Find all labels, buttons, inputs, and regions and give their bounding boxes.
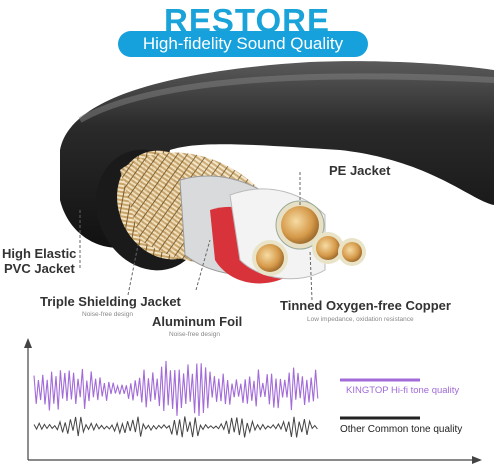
pvc-jacket-label-line1: High Elastic	[2, 246, 77, 261]
other-legend-label: Other Common tone quality	[340, 424, 463, 435]
pvc-jacket-label-line2: PVC Jacket	[4, 261, 75, 276]
copper-sublabel: Low impedance, oxidation resistance	[307, 316, 414, 323]
x-axis-arrow	[472, 456, 482, 464]
kingtop-legend-label: KINGTOP Hi-fi tone quality	[346, 385, 460, 396]
triple-shielding-sublabel: Noise-free design	[82, 311, 133, 318]
triple-shielding-label: Triple Shielding Jacket	[40, 294, 181, 309]
aluminum-foil-label: Aluminum Foil	[152, 314, 243, 329]
y-axis-arrow	[24, 338, 32, 348]
aluminum-foil-sublabel: Noise-free design	[169, 331, 220, 338]
other-waveform	[33, 416, 318, 438]
pe-jacket-label: PE Jacket	[329, 163, 391, 178]
subtitle-banner: High-fidelity Sound Quality	[118, 31, 368, 57]
kingtop-waveform	[33, 360, 319, 417]
copper-label: Tinned Oxygen-free Copper	[280, 298, 451, 313]
pvc-cable-body	[60, 61, 494, 248]
